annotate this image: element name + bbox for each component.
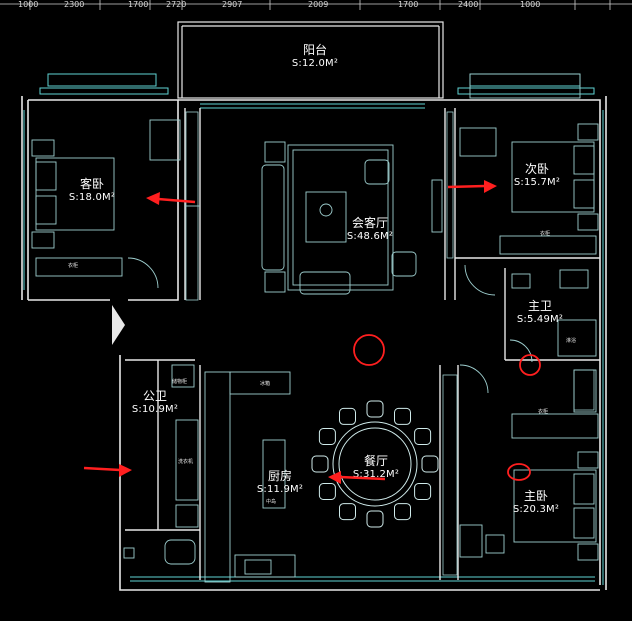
kitchen-fixtures xyxy=(204,371,296,583)
dimension-label: 2907 xyxy=(222,0,243,9)
room-label-master-bath: 主卫 S:5.49M² xyxy=(500,299,580,325)
room-label-living: 会客厅 S:48.6M² xyxy=(330,216,410,242)
corridor-shelving xyxy=(185,111,595,576)
label-wardrobe-master: 衣柜 xyxy=(538,409,549,415)
room-area: S:11.9M² xyxy=(256,483,304,495)
dining-chair xyxy=(339,407,356,425)
room-name: 客卧 xyxy=(79,177,104,191)
dining-chair xyxy=(414,428,432,445)
room-area: S:20.3M² xyxy=(512,503,560,515)
label-counter: 中岛 xyxy=(266,499,277,505)
room-label-kitchen: 厨房 S:11.9M² xyxy=(240,469,320,495)
room-label-public-bath: 公卫 S:10.9M² xyxy=(115,389,195,415)
label-washbasin: 洗衣机 xyxy=(178,459,194,465)
label-wardrobe-second: 衣柜 xyxy=(540,231,551,237)
master-bed-furniture xyxy=(459,364,599,561)
public-bath-fixtures xyxy=(123,364,199,565)
marker-circle-living xyxy=(353,334,385,366)
room-name: 阳台 xyxy=(302,43,327,57)
dimension-label: 1700 xyxy=(398,0,419,9)
room-name: 次卧 xyxy=(524,162,549,176)
label-shower: 淋浴 xyxy=(566,338,577,344)
dimension-label: 1000 xyxy=(18,0,39,9)
room-name: 会客厅 xyxy=(351,216,388,230)
marker-circle-master-bath xyxy=(519,354,541,376)
room-area: S:5.49M² xyxy=(516,313,564,325)
room-label-balcony: 阳台 S:12.0M² xyxy=(270,43,360,69)
dining-chair xyxy=(394,407,411,425)
window-glazing xyxy=(23,73,604,585)
balcony-outline xyxy=(177,21,444,99)
exterior-walls xyxy=(21,96,607,591)
dimension-label: 1000 xyxy=(520,0,541,9)
room-label-guest-bed: 客卧 S:18.0M² xyxy=(52,177,132,203)
room-label-dining: 餐厅 S:31.2M² xyxy=(336,454,416,480)
room-label-second-bed: 次卧 S:15.7M² xyxy=(497,162,577,188)
dimension-label: 1700 xyxy=(128,0,149,9)
living-furniture xyxy=(185,141,443,295)
dimension-label: 2400 xyxy=(458,0,479,9)
dining-chair xyxy=(366,400,384,418)
master-bath-fixtures xyxy=(509,269,597,363)
room-name: 主卧 xyxy=(523,489,548,503)
dining-table xyxy=(332,421,418,507)
room-name: 餐厅 xyxy=(363,454,388,468)
dining-chair xyxy=(421,455,439,473)
arrow-dining xyxy=(328,471,386,484)
guest-bed-furniture xyxy=(31,119,181,289)
dining-chair xyxy=(318,428,336,445)
dining-chair xyxy=(318,483,336,500)
entry-marker xyxy=(112,305,125,345)
marker-circle-master-bed xyxy=(507,463,531,481)
dining-chair xyxy=(311,455,329,473)
room-name: 公卫 xyxy=(142,389,167,403)
dimension-label: 2009 xyxy=(308,0,329,9)
room-area: S:15.7M² xyxy=(513,176,561,188)
room-area: S:18.0M² xyxy=(68,191,116,203)
label-wardrobe-guest: 衣柜 xyxy=(68,263,79,269)
label-fridge: 冰箱 xyxy=(260,381,271,387)
dining-chair xyxy=(366,510,384,528)
arrow-second-bed xyxy=(447,180,497,193)
dimension-label: 2300 xyxy=(64,0,85,9)
dining-chair xyxy=(394,503,411,521)
label-cabinet: 储物柜 xyxy=(172,379,188,385)
room-area: S:12.0M² xyxy=(291,57,339,69)
dining-chair xyxy=(339,503,356,521)
arrow-public-bath xyxy=(83,464,132,477)
room-name: 厨房 xyxy=(267,469,292,483)
room-area: S:48.6M² xyxy=(346,230,394,242)
room-name: 主卫 xyxy=(527,299,552,313)
room-area: S:10.9M² xyxy=(131,403,179,415)
top-dimension-line xyxy=(0,0,632,10)
second-bed-furniture xyxy=(459,73,599,296)
arrow-guest-bed xyxy=(146,192,196,205)
room-label-master-bed: 主卧 S:20.3M² xyxy=(496,489,576,515)
dining-chair xyxy=(414,483,432,500)
dimension-label: 2720 xyxy=(166,0,187,9)
room-area: S:31.2M² xyxy=(352,468,400,480)
